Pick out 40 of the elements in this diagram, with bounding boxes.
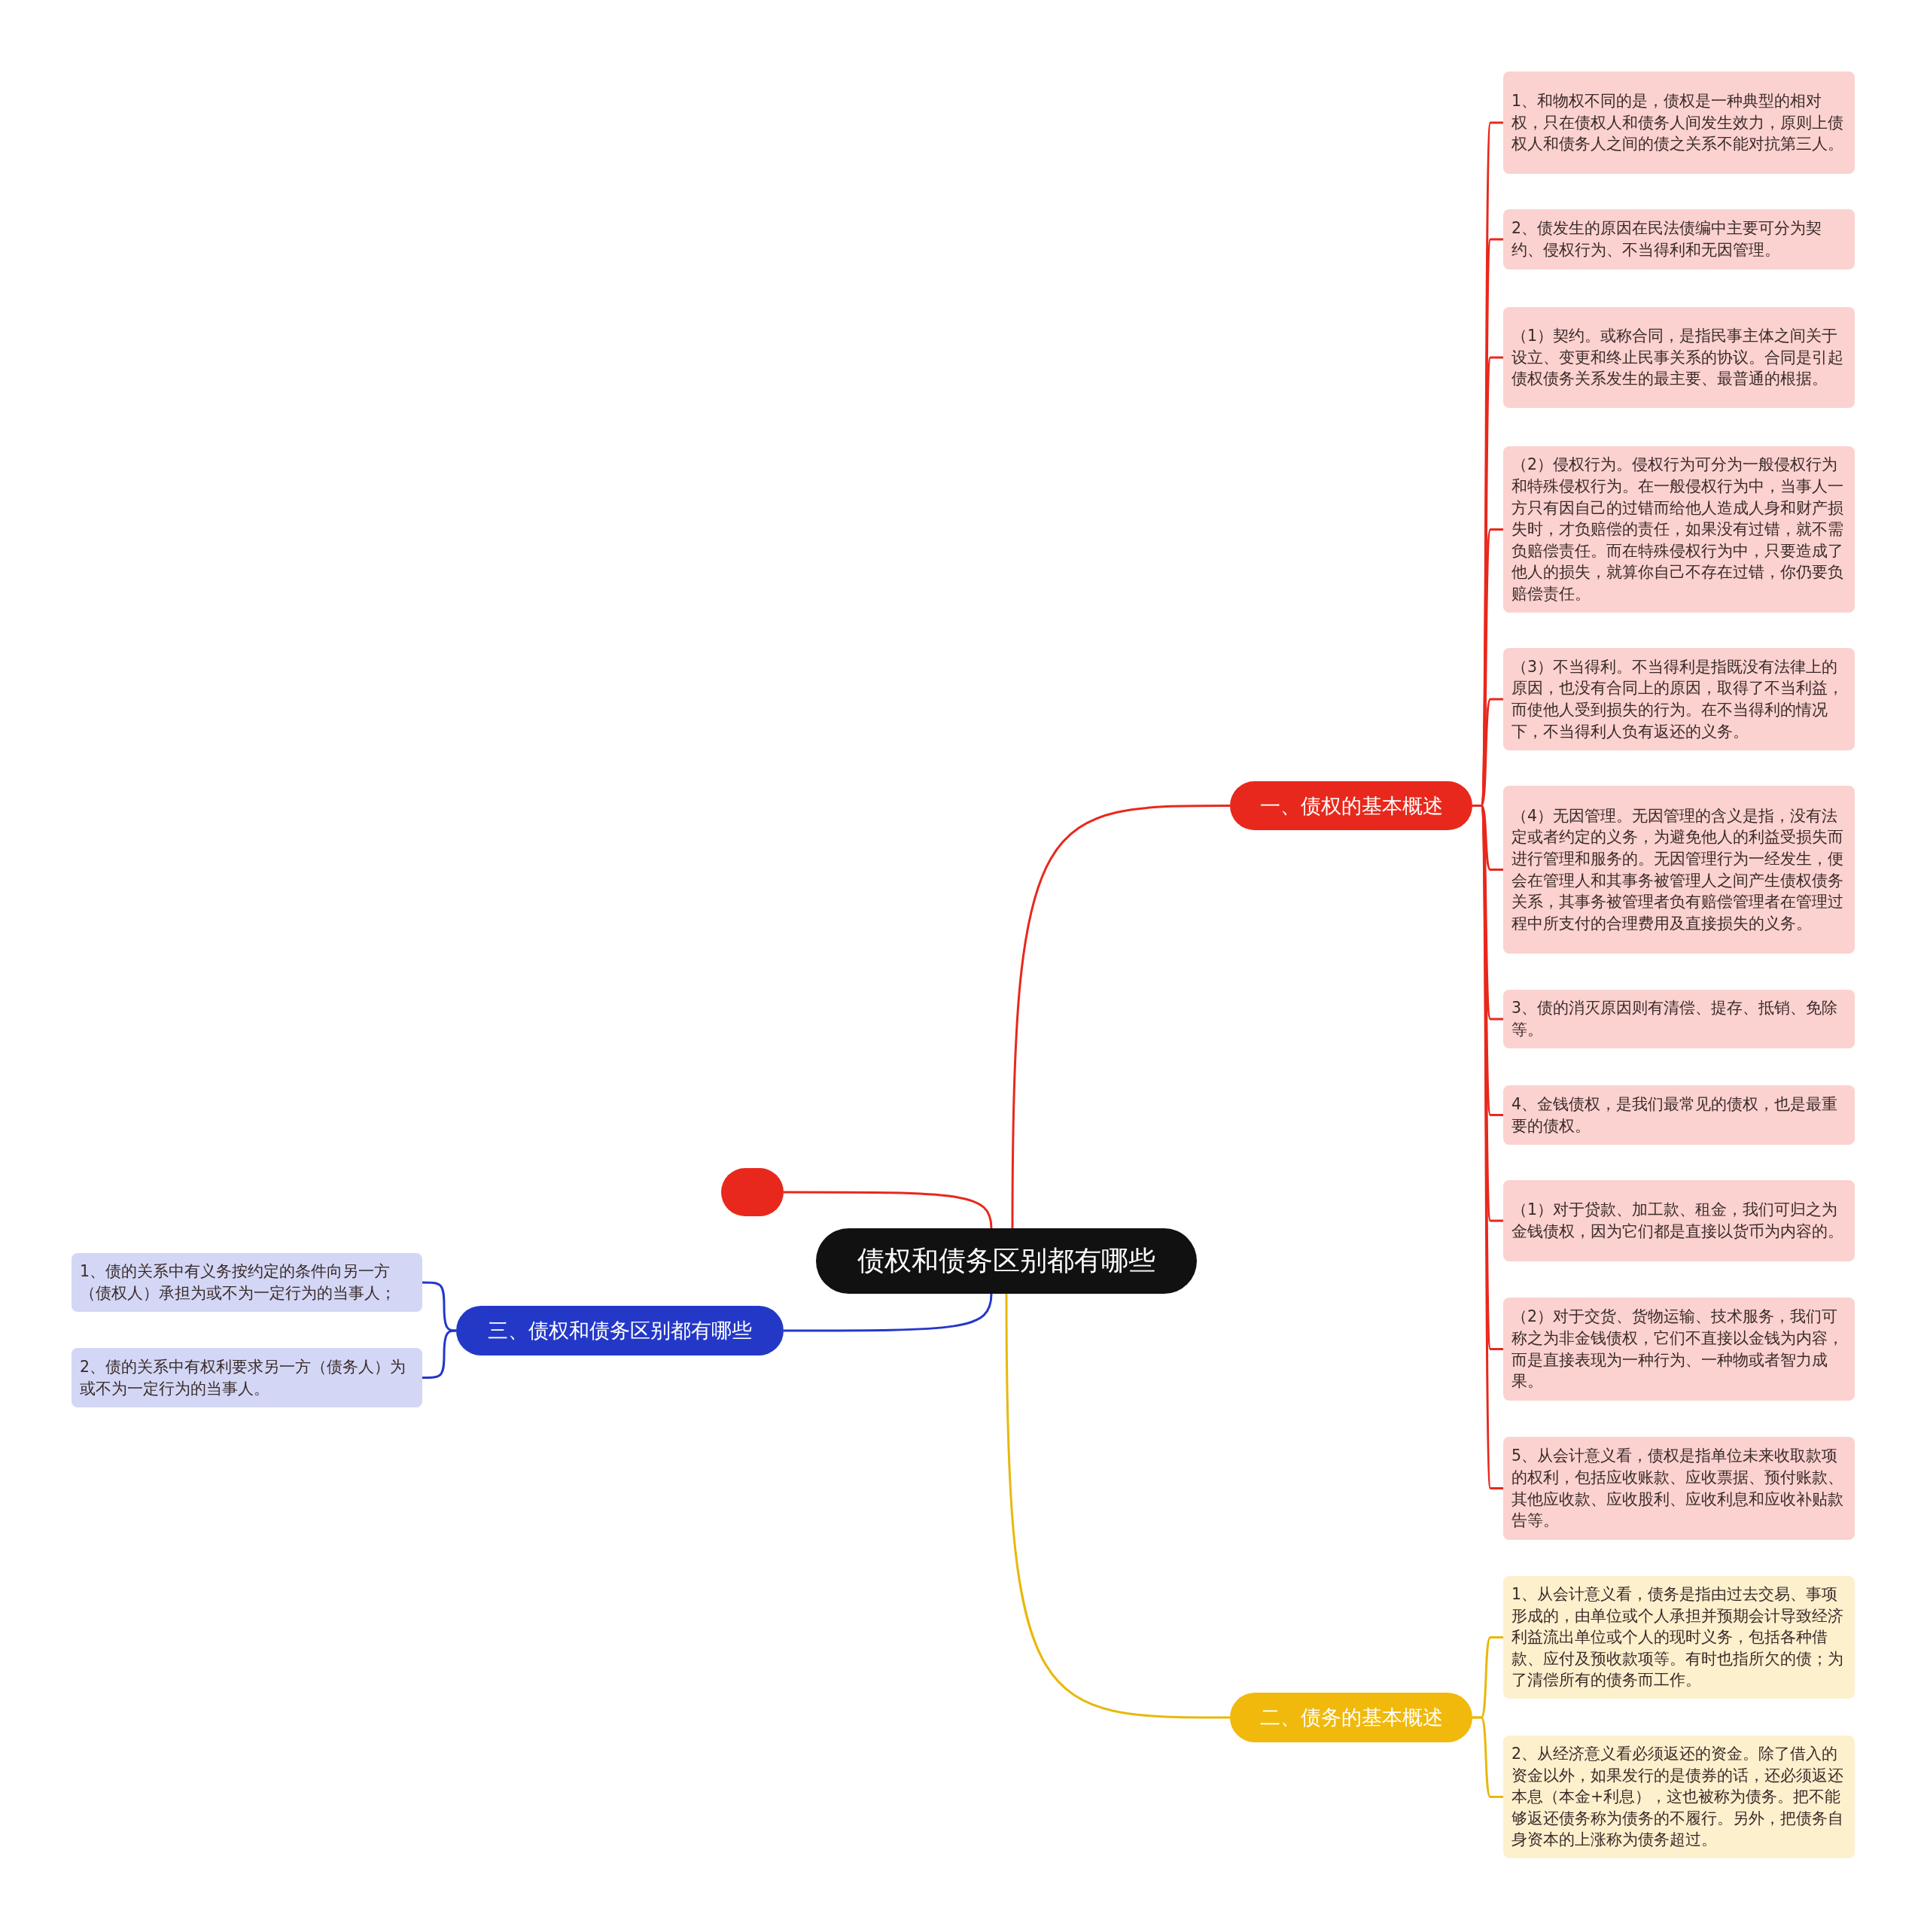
leaf-note [1503,1736,1855,1858]
connector-line [784,1191,993,1229]
topic-text: 5、从会计意义看，债权是指单位未来收取款项的权利，包括应收账款、应收票据、预付账款、其他应收款、应收股利、应收利息和应收补贴款告等。 [1511,1446,1844,1532]
connector-line [1005,1294,1230,1719]
leaf-note [1503,1576,1855,1699]
leaf-note [1503,1085,1855,1145]
connector-line [422,1329,457,1379]
connector-line [1011,805,1230,1228]
leaf-note [1503,990,1855,1048]
topic-text: 2、债的关系中有权利要求另一方（债务人）为或不为一定行为的当事人。 [80,1356,407,1399]
leaf-note [1503,1180,1855,1261]
topic-text: 1、债的关系中有义务按约定的条件向另一方（债权人）承担为或不为一定行为的当事人； [80,1261,397,1304]
topic-text: （1）对于贷款、加工款、租金，我们可归之为金钱债权，因为它们都是直接以货币为内容的。 [1511,1200,1844,1242]
topic-text: （3）不当得利。不当得利是指既没有法律上的原因，也没有合同上的原因，取得了不当利益，而使他人受到损失的行为。在不当得利的情况下，不当得利人负有返还的义务。 [1511,656,1844,742]
topic-text: 3、债的消灭原因则有清偿、提存、抵销、免除等。 [1511,998,1839,1040]
leaf-note [1503,1437,1855,1540]
connector-line [422,1281,457,1332]
connector-line [784,1293,993,1332]
topic-text: 三、债权和债务区别都有哪些 [488,1318,752,1343]
topic-text: 二、债务的基本概述 [1259,1705,1443,1730]
leaf-note [1503,307,1855,408]
leaf-note [1503,786,1855,954]
topic-text: 2、从经济意义看必须返还的资金。除了借入的资金以外，如果发行的是债券的话，还必须返还本息（本金+利息），这也被称为债务。把不能够返还债务称为债务的不履行。另外，把债务自身资本的上涨称为债务超过。 [1511,1744,1844,1851]
topic-text: 债权和债务区别都有哪些 [857,1244,1155,1277]
topic-text: 1、和物权不同的是，债权是一种典型的相对权，只在债权人和债务人间发生效力，原则上债权人和债务人之间的债之关系不能对抗第三人。 [1511,91,1844,155]
topic-text: （2）对于交货、货物运输、技术服务，我们可称之为非金钱债权，它们不直接以金钱为内容，而是直接表现为一种行为、一种物或者智力成果。 [1511,1307,1844,1392]
topic-text: （1）契约。或称合同，是指民事主体之间关于设立、变更和终止民事关系的协议。合同是引起债权债务关系发生的最主要、最普通的根据。 [1511,326,1844,390]
topic-text: 4、金钱债权，是我们最常见的债权，也是最重要的债权。 [1511,1094,1839,1136]
leaf-note [1503,648,1855,750]
leaf-note [1503,209,1855,269]
topic-text: 一、债权的基本概述 [1259,793,1443,819]
topic-text: （4）无因管理。无因管理的含义是指，没有法定或者约定的义务，为避免他人的利益受损失而进行管理和服务的。无因管理行为一经发生，便会在管理人和其事务被管理人之间产生债权债务关系，其事务被管理者负有赔偿管理者在管理过程中所支付的合理费用及直接损失的义务。 [1511,805,1844,934]
leaf-note [1503,71,1855,174]
leaf-note [72,1348,422,1407]
topic-text: （2）侵权行为。侵权行为可分为一般侵权行为和特殊侵权行为。在一般侵权行为中，当事人一方只有因自己的过错而给他人造成人身和财产损失时，才负赔偿的责任，如果没有过错，就不需负赔偿责任。而在特殊侵权行为中，只要造成了他人的损失，就算你自己不存在过错，你仍要负赔偿责任。 [1511,455,1844,604]
topic-text: 2、债发生的原因在民法债编中主要可分为契约、侵权行为、不当得利和无因管理。 [1511,218,1823,260]
leaf-note [72,1253,422,1312]
leaf-note [1503,1298,1855,1401]
topic-text: 1、从会计意义看，债务是指由过去交易、事项形成的，由单位或个人承担并预期会计导致经济利益流出单位或个人的现时义务，包括各种借款、应付及预收款项等。有时也指所欠的债；为了清偿所有的债务而工作。 [1511,1584,1844,1691]
connector-line [1472,1716,1503,1798]
